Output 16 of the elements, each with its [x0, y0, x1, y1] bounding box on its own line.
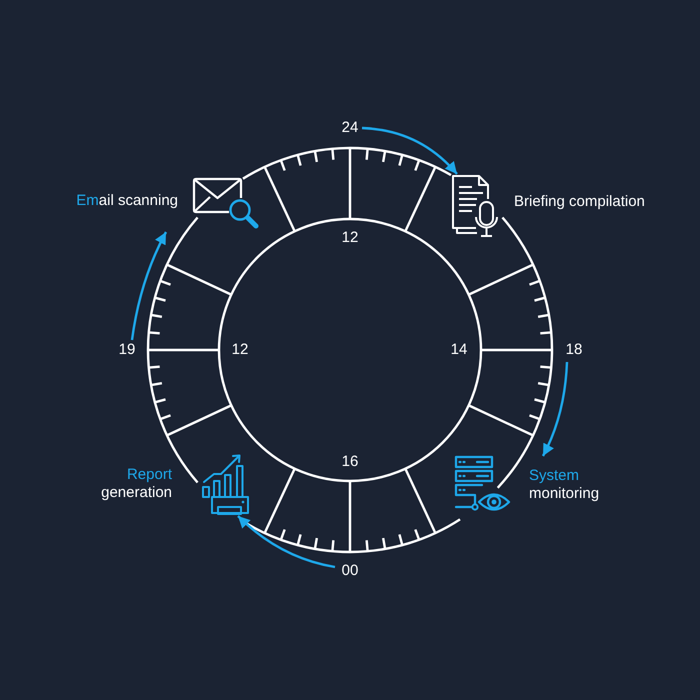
- dial-number: 24: [342, 119, 358, 137]
- dial-number: 14: [450, 341, 468, 359]
- dial-number: 12: [232, 341, 248, 359]
- step-label: Email scanning: [76, 192, 178, 210]
- dial-number: 16: [342, 453, 358, 471]
- dial-number: 19: [118, 341, 136, 359]
- dial-number: 18: [566, 341, 582, 359]
- step-label: Report generation: [101, 466, 172, 502]
- step-label: System monitoring: [529, 467, 600, 503]
- dial-number: 12: [342, 229, 358, 247]
- arrow: [542, 362, 568, 457]
- arrow: [130, 231, 168, 340]
- step-label: Briefing compilation: [514, 193, 645, 211]
- dial-number: 00: [342, 562, 358, 580]
- arrow: [237, 515, 336, 568]
- arrow: [362, 126, 458, 175]
